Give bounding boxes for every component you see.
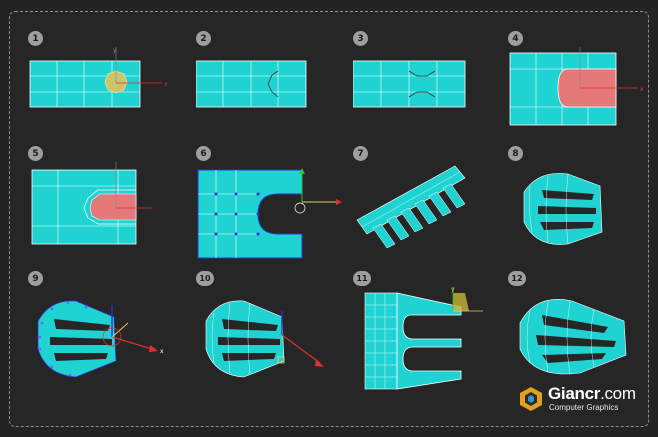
step-12: 12: [508, 271, 658, 391]
step-number-badge: 11: [353, 271, 371, 286]
step-4: 4 x: [508, 31, 658, 151]
step-number-badge: 1: [28, 31, 43, 46]
step-number-badge: 7: [353, 146, 368, 161]
step-6: 6: [196, 146, 346, 266]
brand-hexagon-icon: [520, 387, 542, 411]
step-number-badge: 8: [508, 146, 523, 161]
brand-name-text: Giancr: [548, 384, 601, 403]
step-10: 10: [196, 271, 346, 391]
plane-with-slot-selection-figure: x: [509, 47, 644, 126]
cage-with-selected-vertices-figure: x: [37, 300, 164, 378]
grid-plane-cut-figure: [196, 60, 307, 108]
brand-logo: Giancr.com Computer Graphics: [518, 384, 648, 420]
u-shaped-mesh-figure: [197, 168, 342, 259]
step-number-badge: 5: [28, 146, 43, 161]
step-11: 11 y: [353, 271, 503, 391]
step-3: 3: [353, 31, 503, 151]
step-number-badge: 3: [353, 31, 368, 46]
step-number-badge: 4: [508, 31, 523, 46]
wrapped-cage-mesh-figure: [523, 173, 603, 245]
comb-side-view-figure: y: [364, 287, 483, 390]
cage-with-transform-gizmo-figure: [205, 300, 324, 378]
brand-tagline: Computer Graphics: [549, 403, 619, 412]
comb-mesh-figure: [356, 165, 466, 249]
step-number-badge: 6: [196, 146, 211, 161]
plane-with-rounded-slot-figure: [31, 162, 152, 245]
step-number-badge: 10: [196, 271, 214, 286]
step-7: 7: [353, 146, 503, 266]
x-axis-label: x: [640, 86, 644, 93]
step-number-badge: 2: [196, 31, 211, 46]
y-axis-label: y: [451, 287, 455, 293]
step-1: 1 x y: [28, 31, 178, 151]
x-axis-label: x: [160, 348, 164, 355]
step-5: 5: [28, 146, 178, 266]
step-2: 2: [196, 31, 346, 151]
brand-domain: .com: [600, 384, 636, 403]
step-number-badge: 9: [28, 271, 43, 286]
finished-cage-mesh-figure: [519, 299, 627, 376]
step-8: 8: [508, 146, 658, 266]
step-9: 9 x: [28, 271, 178, 391]
x-axis-label: x: [164, 81, 168, 88]
grid-plane-with-circle-figure: x y: [29, 47, 168, 108]
grid-plane-cut-pair-figure: [353, 60, 466, 108]
y-axis-label: y: [113, 47, 117, 54]
step-number-badge: 12: [508, 271, 526, 286]
brand-name: Giancr.com: [548, 384, 636, 404]
